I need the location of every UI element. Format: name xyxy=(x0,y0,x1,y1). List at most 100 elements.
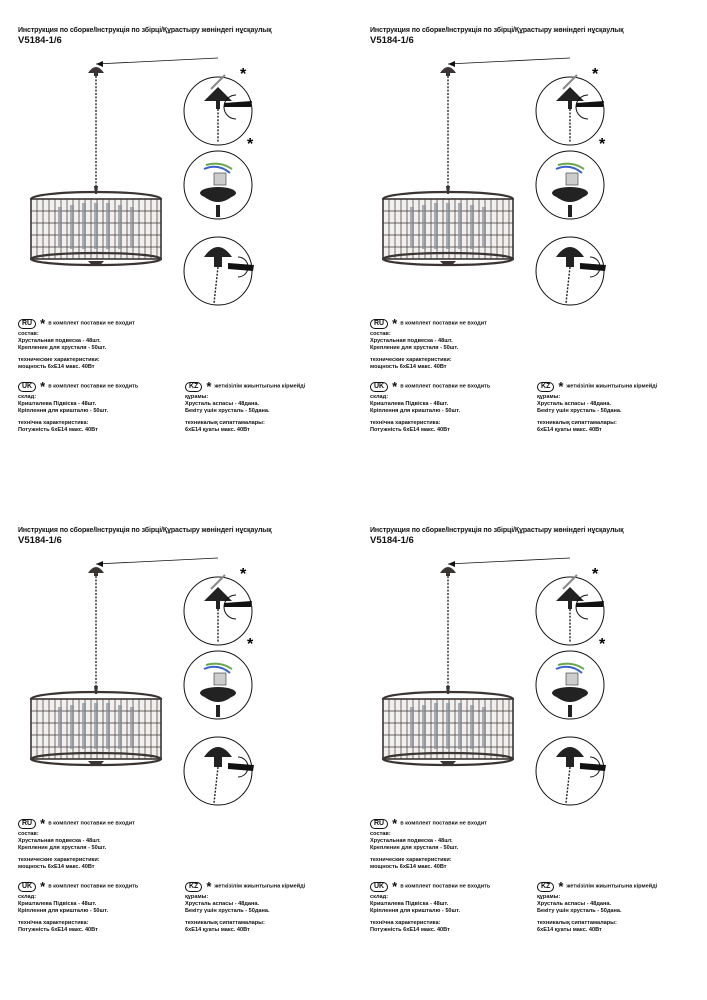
uk-composition-label: склад: xyxy=(370,394,389,400)
assembly-illustration: * * xyxy=(381,57,606,306)
uk-crystal-mount: Кріплення для кришталю - 50шт. xyxy=(18,908,109,914)
arrow-icon xyxy=(95,557,219,567)
uk-power: Потужність 6хЕ14 макс. 40Вт xyxy=(370,427,450,433)
instruction-title: Инструкция по сборке/Інструкція по збірц… xyxy=(370,527,624,534)
asterisk-icon: * xyxy=(599,136,606,153)
uk-specs-label: технічна характеристика: xyxy=(370,420,441,426)
asterisk-icon: * xyxy=(40,816,46,831)
uk-power: Потужність 6хЕ14 макс. 40Вт xyxy=(18,927,98,933)
asterisk-icon: * xyxy=(40,879,46,894)
screw-rotate-icon xyxy=(535,736,606,806)
uk-specs-label: технічна характеристика: xyxy=(370,920,441,926)
ru-block: RU*в комплект поставки не входит состав:… xyxy=(18,316,135,371)
uk-block: UK*в комплект поставки не входить склад:… xyxy=(18,379,139,434)
asterisk-icon: * xyxy=(392,816,398,831)
kz-composition-label: құрамы: xyxy=(537,894,561,900)
kz-crystal-pendant: Хрусталь аспасы - 48дана. xyxy=(537,401,612,407)
kz-power: 6хЕ14 қуаты макс. 40Вт xyxy=(185,427,250,433)
uk-crystal-pendant: Кришталева Підвіска - 48шт. xyxy=(370,401,449,407)
instruction-title: Инструкция по сборке/Інструкція по збірц… xyxy=(370,27,624,34)
ru-language-badge: RU xyxy=(18,819,37,829)
ru-language-badge: RU xyxy=(370,819,389,829)
ru-crystal-mount: Крепление для хрусталя - 50шт. xyxy=(18,345,107,351)
ru-composition-label: состав: xyxy=(18,331,39,337)
kz-specs-label: техникалық сипаттамалары: xyxy=(537,420,617,426)
assembly-illustration: * * xyxy=(381,557,606,806)
kz-power: 6хЕ14 қуаты макс. 40Вт xyxy=(185,927,250,933)
arrow-icon xyxy=(95,57,219,67)
uk-crystal-mount: Кріплення для кришталю - 50шт. xyxy=(370,908,461,914)
asterisk-icon: * xyxy=(392,879,398,894)
kz-specs-label: техникалық сипаттамалары: xyxy=(537,920,617,926)
ru-crystal-pendant: Хрустальная подвеска - 48шт. xyxy=(18,838,101,844)
ru-not-included-note: в комплект поставки не входит xyxy=(400,320,487,327)
ru-language-badge: RU xyxy=(370,319,389,329)
kz-specs-label: техникалық сипаттамалары: xyxy=(185,920,265,926)
kz-crystal-mount: Бекіту үшін хрусталь - 50дана. xyxy=(185,908,270,914)
model-number: V5184-1/6 xyxy=(18,35,62,46)
ru-crystal-pendant: Хрустальная подвеска - 48шт. xyxy=(18,338,101,344)
ceiling-cup-icon: * * xyxy=(183,566,254,653)
uk-crystal-mount: Кріплення для кришталю - 50шт. xyxy=(370,408,461,414)
ceiling-cup-icon: * * xyxy=(535,66,606,153)
asterisk-icon: * xyxy=(392,379,398,394)
chandelier-illustration xyxy=(29,567,163,767)
ru-block: RU*в комплект поставки не входит состав:… xyxy=(18,816,135,871)
ru-language-badge: RU xyxy=(18,319,37,329)
ru-specs-label: технические характеристики: xyxy=(370,357,452,363)
kz-language-badge: KZ xyxy=(185,382,203,392)
instruction-panel: Инструкция по сборке/Інструкція по збірц… xyxy=(370,527,700,987)
asterisk-icon: * xyxy=(558,379,564,394)
kz-block: KZ*жеткізілім жиынтығына кірмейді құрамы… xyxy=(537,379,658,434)
kz-crystal-pendant: Хрусталь аспасы - 48дана. xyxy=(185,401,260,407)
chandelier-illustration xyxy=(29,67,163,267)
uk-specs-label: технічна характеристика: xyxy=(18,420,89,426)
uk-composition-label: склад: xyxy=(18,894,37,900)
ru-specs-label: технические характеристики: xyxy=(18,357,100,363)
uk-block: UK*в комплект поставки не входить склад:… xyxy=(370,879,490,934)
chandelier-illustration xyxy=(381,67,515,267)
wiring-icon xyxy=(183,150,253,220)
ru-crystal-pendant: Хрустальная подвеска - 48шт. xyxy=(370,338,453,344)
assembly-illustration: * * xyxy=(29,57,254,306)
kz-not-included-note: жеткізілім жиынтығына кірмейді xyxy=(566,383,658,390)
uk-crystal-mount: Кріплення для кришталю - 50шт. xyxy=(18,408,109,414)
instruction-title: Инструкция по сборке/Інструкція по збірц… xyxy=(18,527,272,534)
asterisk-icon: * xyxy=(240,566,247,583)
ru-specs-label: технические характеристики: xyxy=(18,857,100,863)
screw-rotate-icon xyxy=(183,236,254,306)
kz-not-included-note: жеткізілім жиынтығына кірмейді xyxy=(214,883,306,890)
kz-block: KZ*жеткізілім жиынтығына кірмейді құрамы… xyxy=(185,380,305,434)
uk-not-included-note: в комплект поставки не входить xyxy=(48,883,139,890)
screw-rotate-icon xyxy=(535,236,606,306)
chandelier-illustration xyxy=(381,567,515,767)
instruction-panel: Инструкция по сборке/Інструкція по збірц… xyxy=(370,27,700,487)
kz-composition-label: құрамы: xyxy=(185,394,209,400)
arrow-icon xyxy=(447,57,571,67)
kz-crystal-pendant: Хрусталь аспасы - 48дана. xyxy=(537,901,612,907)
kz-language-badge: KZ xyxy=(185,882,203,892)
ru-not-included-note: в комплект поставки не входит xyxy=(400,820,487,827)
wiring-icon xyxy=(183,650,253,720)
asterisk-icon: * xyxy=(40,316,46,331)
asterisk-icon: * xyxy=(40,379,46,394)
kz-crystal-mount: Бекіту үшін хрусталь - 50дана. xyxy=(537,908,622,914)
uk-specs-label: технічна характеристика: xyxy=(18,920,89,926)
instruction-title: Инструкция по сборке/Інструкція по збірц… xyxy=(18,27,272,34)
kz-block: KZ*жеткізілім жиынтығына кірмейді құрамы… xyxy=(185,880,306,934)
ru-power: мощность 6хЕ14 макс. 40Вт xyxy=(18,364,95,370)
uk-not-included-note: в комплект поставки не входить xyxy=(400,383,491,390)
kz-crystal-mount: Бекіту үшін хрусталь - 50дана. xyxy=(537,408,622,414)
ru-crystal-mount: Крепление для хрусталя - 50шт. xyxy=(370,845,459,851)
uk-composition-label: склад: xyxy=(370,894,389,900)
asterisk-icon: * xyxy=(247,136,254,153)
uk-block: UK*в комплект поставки не входить склад:… xyxy=(370,379,491,434)
asterisk-icon: * xyxy=(558,879,564,894)
kz-not-included-note: жеткізілім жиынтығына кірмейді xyxy=(566,883,658,890)
kz-composition-label: құрамы: xyxy=(185,894,209,900)
ru-composition-label: состав: xyxy=(370,331,391,337)
kz-specs-label: техникалық сипаттамалары: xyxy=(185,420,265,426)
ceiling-cup-icon: * * xyxy=(183,66,254,153)
kz-language-badge: KZ xyxy=(537,382,555,392)
uk-not-included-note: в комплект поставки не входить xyxy=(48,383,139,390)
